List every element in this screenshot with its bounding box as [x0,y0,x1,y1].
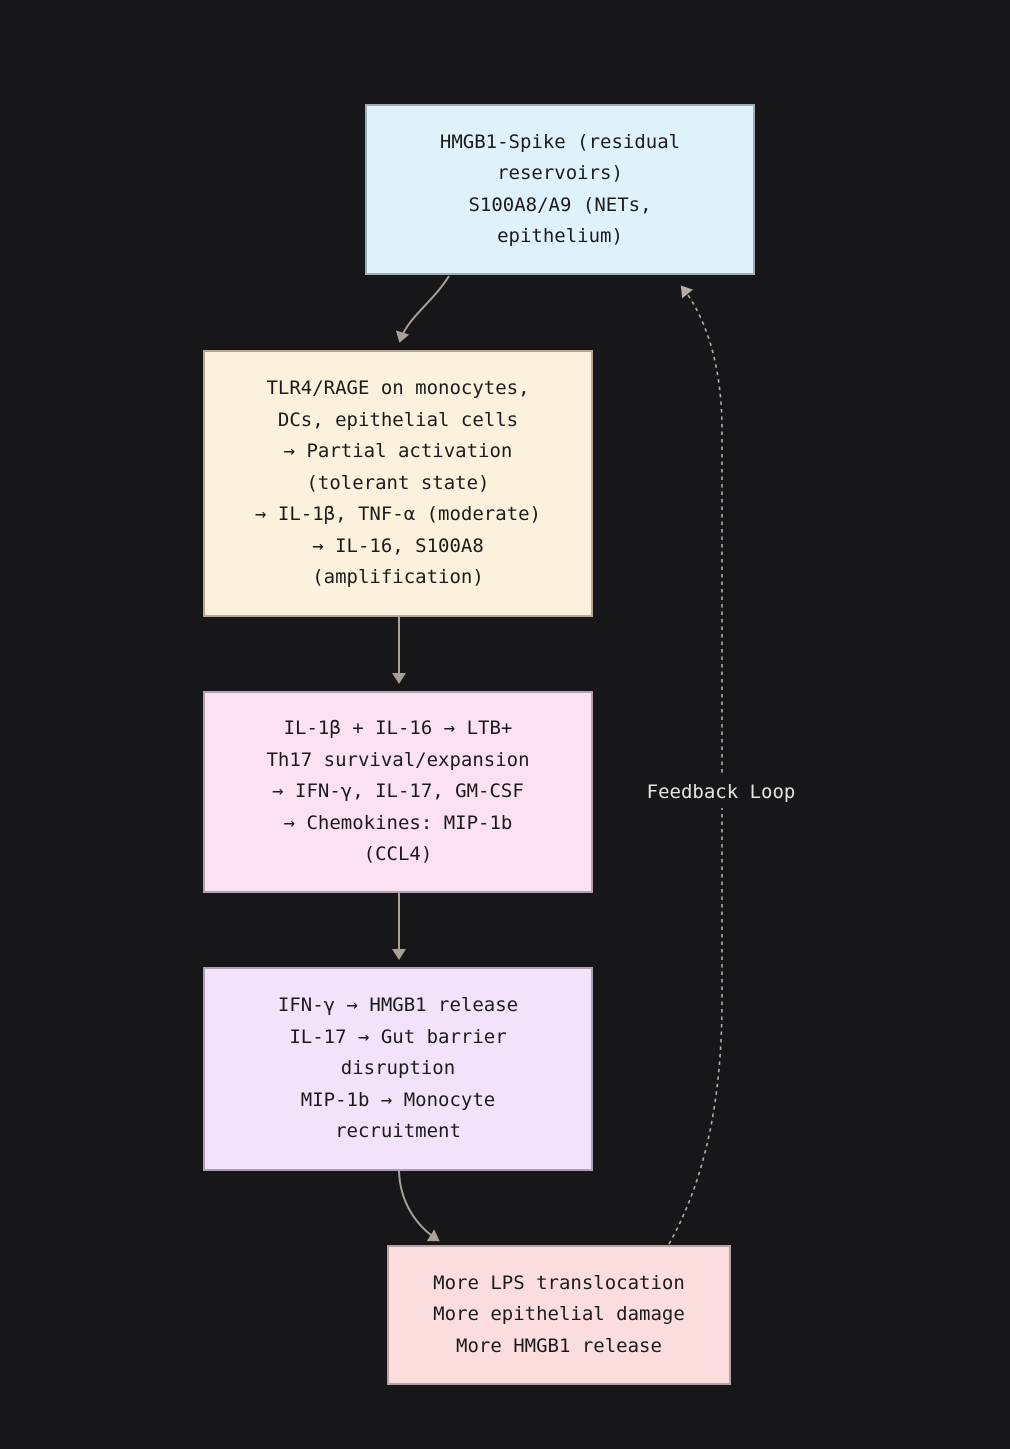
node-innate-activation: TLR4/RAGE on monocytes, DCs, epithelial … [203,350,593,617]
node-trigger-signals: HMGB1-Spike (residual reservoirs) S100A8… [365,104,755,275]
edge-feedback-loop [668,285,723,1245]
feedback-loop-label: Feedback Loop [637,776,805,808]
edge-trigger-to-activation [395,275,450,343]
edge-effector-to-consequences [398,1170,440,1242]
node-consequences: More LPS translocation More epithelial d… [387,1245,731,1385]
node-effector-damage: IFN-γ → HMGB1 release IL-17 → Gut barrie… [203,967,593,1171]
node-th17-axis: IL-1β + IL-16 → LTB+ Th17 survival/expan… [203,691,593,893]
